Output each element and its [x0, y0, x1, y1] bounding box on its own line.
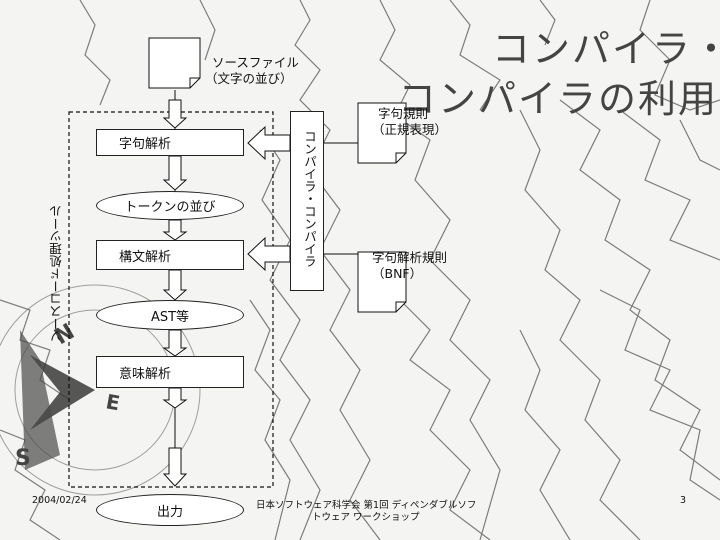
arrow-src-to-lex — [162, 99, 188, 129]
output-oval: 出力 — [96, 494, 244, 526]
lexical-analysis-box: 字句解析 — [96, 129, 244, 156]
ast-label: AST等 — [150, 309, 190, 325]
parsing-label: 構文解析 — [119, 249, 172, 265]
arrow-lex-to-tokens — [162, 155, 188, 191]
title-line-1: コンパイラ・ — [492, 27, 720, 71]
lex-rule-label-2: （正規表現） — [372, 122, 448, 137]
source-file-label-1: ソースファイル — [212, 55, 299, 70]
syntax-rule-label-1: 字句解析規則 — [372, 250, 448, 265]
source-code-tool-label: ソースコード処理ツール — [49, 205, 64, 343]
parsing-box: 構文解析 — [96, 240, 244, 270]
footer-event-line-1: 日本ソフトウェア科学会 第1回 ディペンダブルソフ — [256, 500, 477, 511]
lex-rule-label-1: 字句規則 — [378, 106, 429, 121]
semantic-analysis-label: 意味解析 — [119, 366, 172, 382]
arrow-dots-to-output — [162, 447, 188, 487]
arrow-ast-to-semantic — [162, 329, 188, 357]
syntax-rule-doc-icon — [357, 251, 407, 313]
arrow-tokens-to-parse — [162, 219, 188, 241]
footer-event-line-2: トウェア ワークショップ — [312, 512, 420, 523]
arrow-cc-to-lex — [247, 125, 291, 161]
compass-letter-e: E — [104, 389, 122, 415]
arrow-semantic-to-dots — [162, 387, 188, 409]
compiler-compiler-box: コンパイラ・コンパイラ — [290, 111, 324, 291]
footer-date: 2004/02/24 — [32, 495, 87, 506]
token-sequence-oval: トークンの並び — [96, 191, 244, 220]
compiler-compiler-label: コンパイラ・コンパイラ — [302, 130, 317, 268]
ast-oval: AST等 — [96, 300, 244, 330]
token-sequence-label: トークンの並び — [124, 200, 216, 215]
source-file-label-2: （文字の並び） — [205, 71, 293, 86]
footer-page-number: 3 — [680, 495, 687, 506]
lex-rule-doc-icon — [357, 102, 407, 164]
arrow-parse-to-ast — [162, 269, 188, 301]
output-label: 出力 — [156, 504, 183, 520]
source-file-doc-icon — [148, 37, 201, 89]
title-line-2: コンパイラの利用 — [398, 77, 719, 121]
lexical-analysis-label: 字句解析 — [119, 137, 172, 152]
syntax-rule-label-2: （BNF） — [372, 266, 423, 281]
compass-letter-s: S — [15, 446, 31, 471]
arrow-cc-to-parse — [247, 236, 291, 272]
semantic-analysis-box: 意味解析 — [96, 356, 244, 388]
